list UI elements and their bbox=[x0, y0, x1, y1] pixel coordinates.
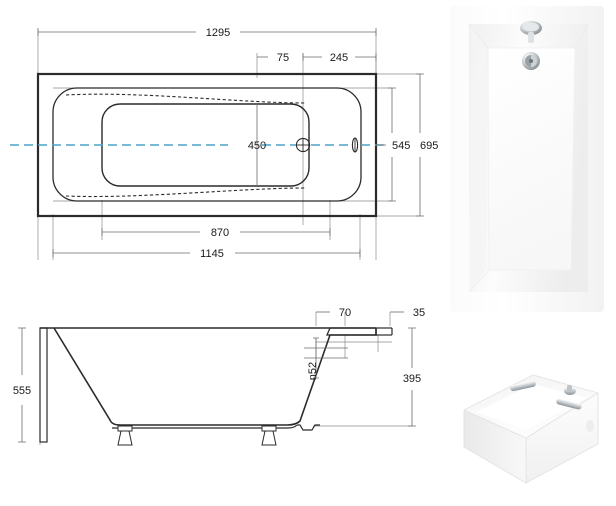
dim-label-450: 450 bbox=[248, 140, 266, 152]
dim-widths-right: 545 695 bbox=[376, 73, 438, 217]
grab-handle-right bbox=[556, 398, 582, 410]
bathtub-perspective-photo bbox=[438, 320, 616, 506]
dim-bath-depth: 395 bbox=[403, 327, 421, 427]
adjustable-leg bbox=[117, 425, 133, 446]
dim-inner-base-length: 870 bbox=[101, 227, 331, 239]
bathtub-perspective-photo-svg bbox=[463, 374, 599, 484]
dim-label-70: 70 bbox=[339, 307, 351, 319]
photo-tub-basin-floor bbox=[487, 47, 576, 271]
overflow-cover bbox=[520, 21, 542, 43]
dim-drain-offset: 245 bbox=[302, 52, 377, 64]
photo-wall-left-shade bbox=[471, 26, 487, 290]
bathtub-top-photo-svg bbox=[450, 6, 604, 312]
dim-rim-edge-width: 35 bbox=[390, 307, 425, 319]
photo-end-panel bbox=[464, 410, 526, 483]
grab-handle-left bbox=[510, 380, 536, 392]
drain-outlet-icon bbox=[295, 137, 311, 153]
rim-ledge-block bbox=[326, 327, 377, 336]
dim-label-695: 695 bbox=[420, 140, 438, 152]
dim-overflow-diameter: n52 bbox=[304, 337, 348, 380]
photo-edge-lines bbox=[463, 374, 599, 484]
top-plan-view: 1295 75 245 bbox=[0, 0, 440, 280]
photo-front-panel bbox=[526, 393, 598, 483]
photo-tub-interior-floor bbox=[476, 384, 586, 430]
dim-label-35: 35 bbox=[413, 307, 425, 319]
tub-drain-notch bbox=[297, 424, 320, 431]
dim-label-75: 75 bbox=[277, 52, 289, 64]
dim-inner-base-width: 450 bbox=[248, 104, 266, 186]
dim-label-245: 245 bbox=[330, 52, 348, 64]
dim-label-545: 545 bbox=[392, 140, 410, 152]
dim-rim-ledge-width: 70 bbox=[316, 307, 351, 319]
dim-label-395: 395 bbox=[403, 373, 421, 385]
bathtub-top-photo bbox=[438, 2, 616, 318]
dim-label-n52: n52 bbox=[307, 362, 319, 380]
side-panel bbox=[39, 327, 48, 443]
plan-view-svg: 1295 75 245 bbox=[10, 27, 438, 260]
dim-label-555: 555 bbox=[13, 385, 31, 397]
dim-overall-length: 1295 bbox=[37, 27, 377, 39]
adjustable-leg bbox=[261, 425, 277, 446]
photo-side-overflow bbox=[586, 420, 594, 432]
dim-label-870: 870 bbox=[211, 227, 229, 239]
dim-inner-rim-length: 1145 bbox=[52, 248, 361, 260]
tub-body-profile bbox=[53, 327, 377, 426]
dim-overflow-offset: 75 bbox=[257, 52, 289, 64]
dim-total-height: 555 bbox=[13, 327, 31, 443]
side-view-svg: 555 bbox=[13, 307, 425, 446]
tub-base-right-fillet bbox=[287, 424, 298, 429]
overflow-slot-icon bbox=[351, 137, 359, 153]
front-elevation-view: 555 bbox=[0, 280, 440, 506]
dim-label-1295: 1295 bbox=[206, 27, 230, 39]
tub-taper-dashed-lines bbox=[65, 93, 306, 198]
tap-fitting bbox=[564, 385, 576, 395]
drain-plug bbox=[522, 52, 540, 70]
dim-label-1145: 1145 bbox=[200, 248, 224, 260]
